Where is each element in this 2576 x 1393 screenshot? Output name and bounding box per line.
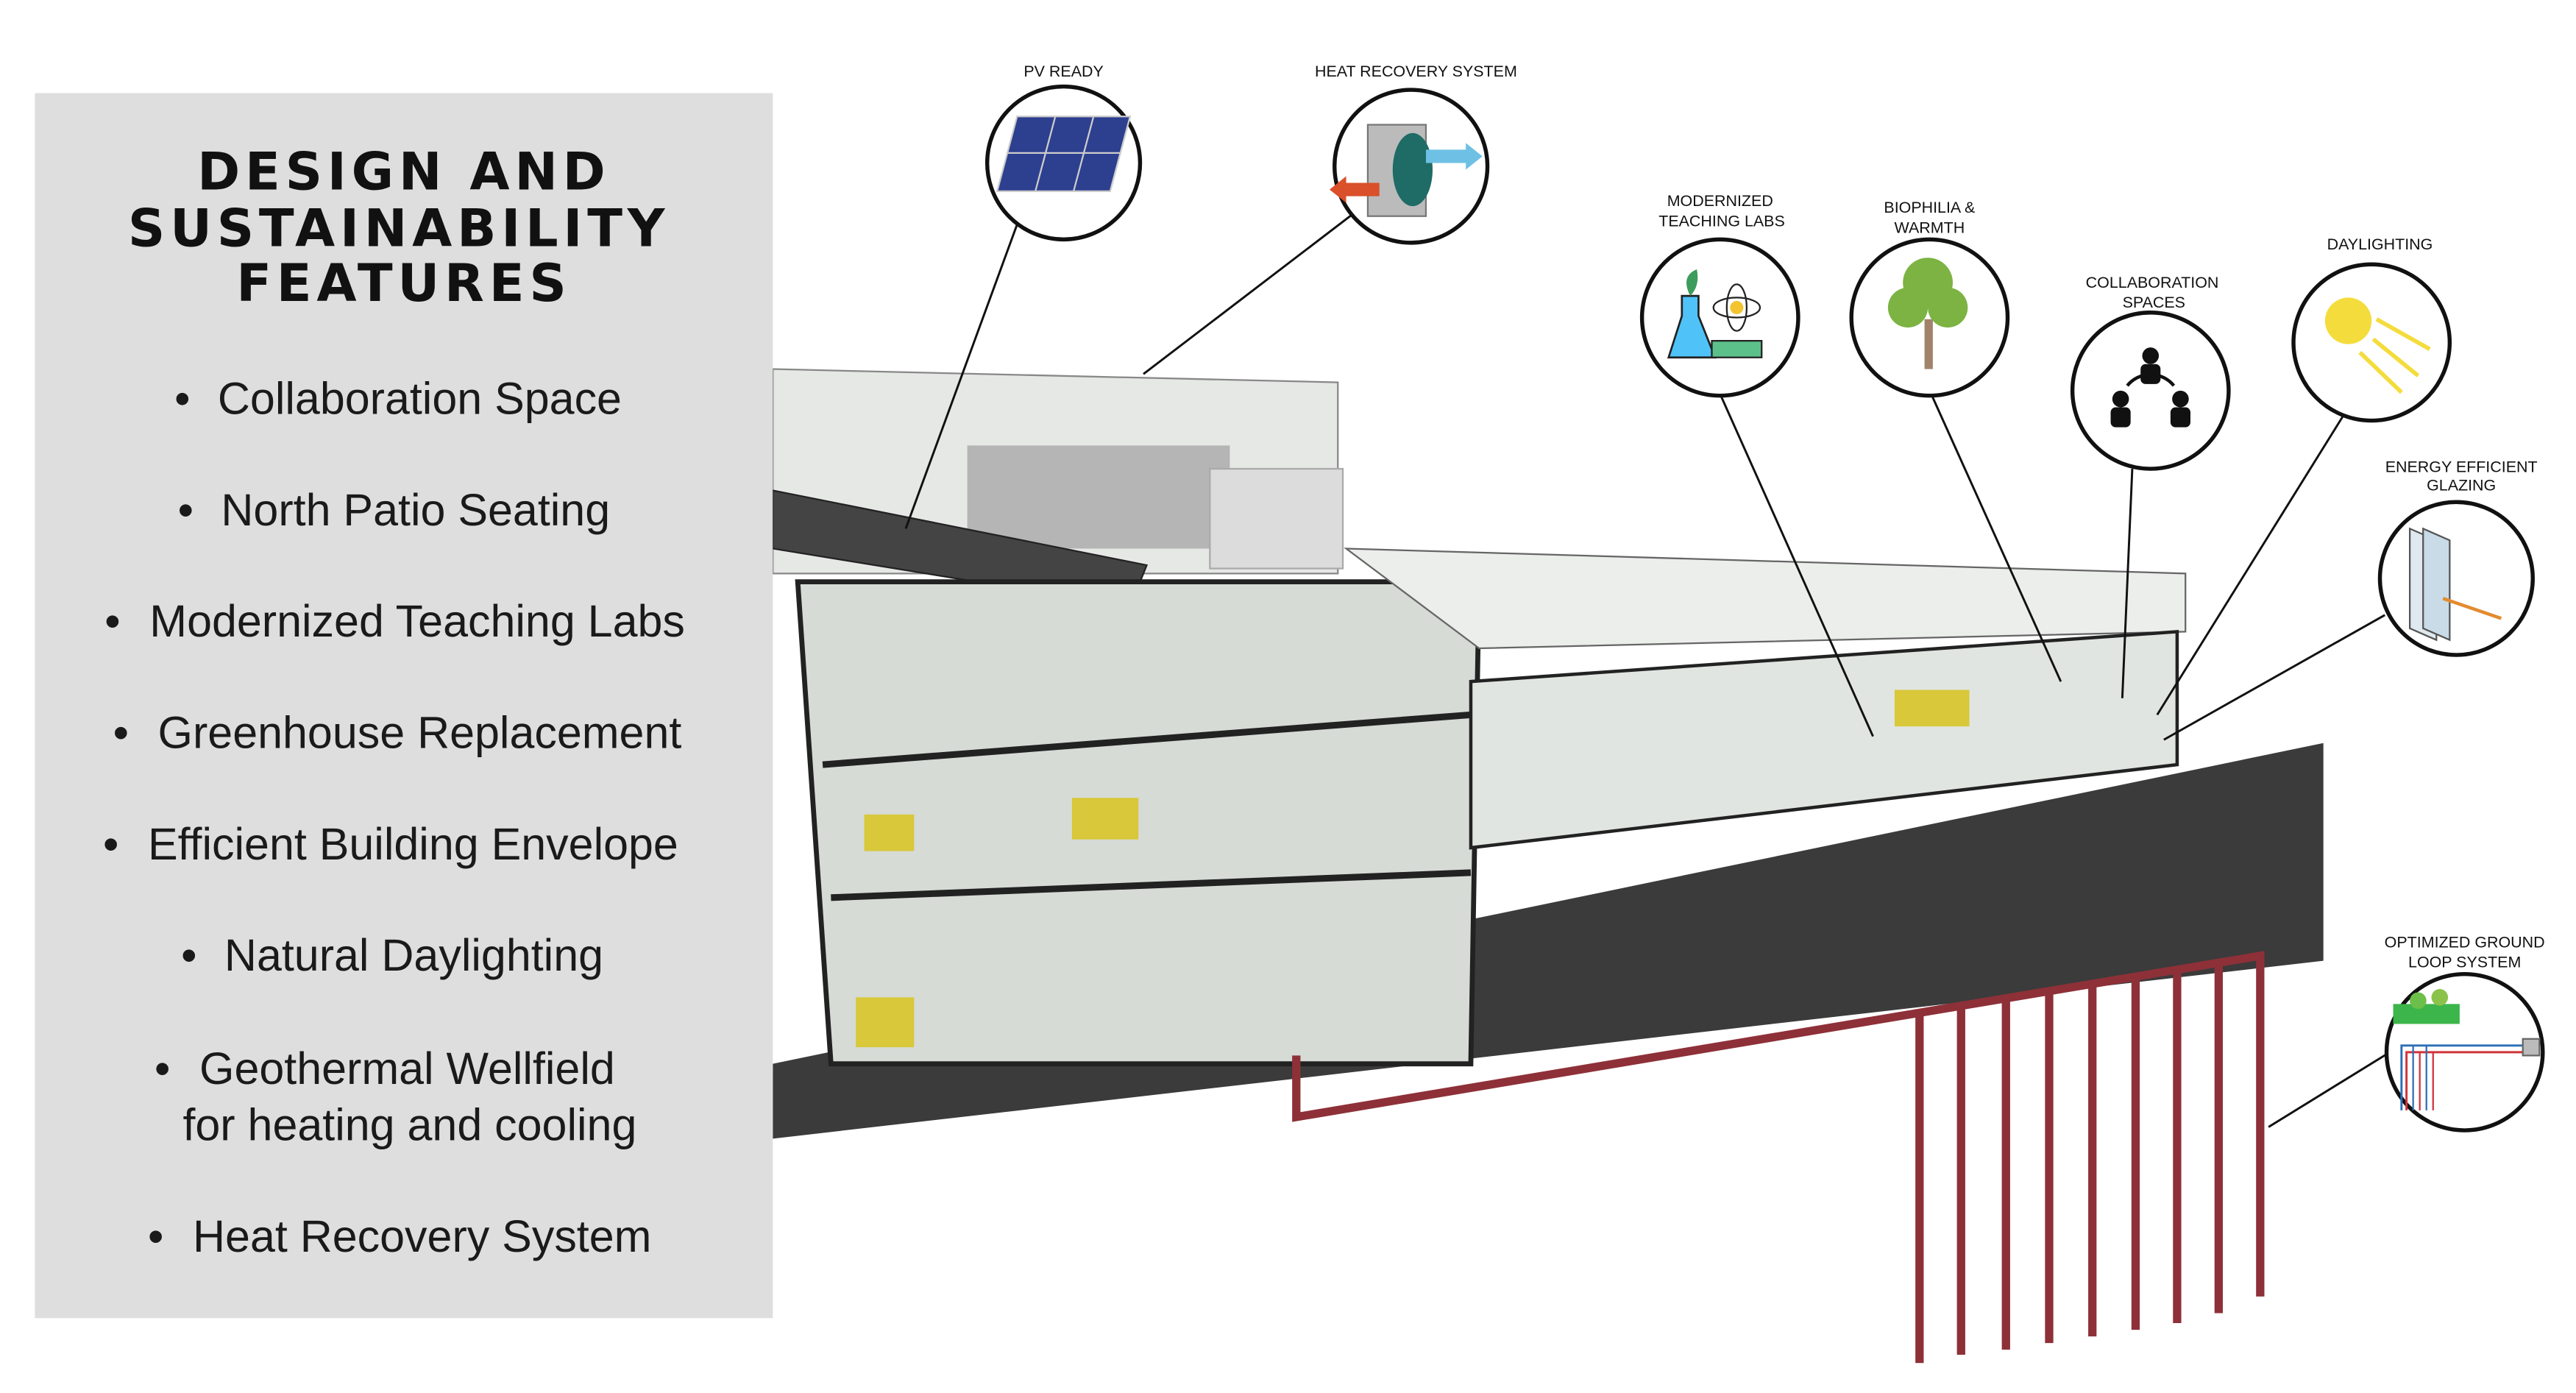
callout-heat-recovery: HEAT RECOVERY SYSTEM <box>1315 63 1517 245</box>
feature-heat-recovery: Heat Recovery System <box>193 1211 651 1261</box>
label-heat-recovery: HEAT RECOVERY SYSTEM <box>1315 63 1517 80</box>
feature-greenhouse: Greenhouse Replacement <box>158 708 682 758</box>
window-glazing-icon <box>2408 527 2502 642</box>
yellow-casework <box>856 997 915 1048</box>
panel-title-line-1: DESIGN AND <box>197 142 610 202</box>
svg-text:•: • <box>178 485 194 535</box>
label-biophilia-line-2: WARMTH <box>1895 219 1965 236</box>
label-daylighting: DAYLIGHTING <box>2327 235 2433 253</box>
lab-science-icon <box>1667 269 1763 359</box>
lower-wing-floor <box>1469 629 2179 850</box>
ground-loop-icon <box>2393 989 2541 1110</box>
svg-text:•: • <box>103 819 118 869</box>
label-glazing-line-2: GLAZING <box>2427 476 2496 494</box>
ground-loop-pipes <box>1292 951 2265 1364</box>
building-section <box>772 368 2324 1139</box>
label-labs-line-2: TEACHING LABS <box>1658 212 1785 230</box>
mechanical-units <box>967 445 1230 549</box>
label-labs-line-1: MODERNIZED <box>1667 192 1773 210</box>
yellow-casework <box>1071 798 1139 840</box>
feature-teaching-labs: Modernized Teaching Labs <box>149 596 685 646</box>
svg-text:•: • <box>113 708 129 758</box>
feature-daylighting: Natural Daylighting <box>224 930 603 980</box>
svg-text:•: • <box>148 1211 163 1261</box>
yellow-casework <box>1894 690 1970 727</box>
panel-title-line-3: FEATURES <box>236 253 571 313</box>
label-ground-loop-line-2: LOOP SYSTEM <box>2408 954 2521 971</box>
lower-wing-roof <box>1344 547 2187 650</box>
feature-collaboration: Collaboration Space <box>218 374 622 424</box>
feature-envelope: Efficient Building Envelope <box>148 819 678 869</box>
svg-text:•: • <box>174 374 190 424</box>
heat-wheel-icon <box>1329 124 1483 217</box>
svg-text:•: • <box>181 930 196 980</box>
people-group-icon <box>2110 347 2190 428</box>
callout-pv-ready: PV READY <box>984 63 1143 242</box>
label-collab-line-2: SPACES <box>2123 294 2185 311</box>
label-ground-loop-line-1: OPTIMIZED GROUND <box>2385 934 2545 951</box>
feature-north-patio: North Patio Seating <box>221 485 610 535</box>
callout-daylighting: DAYLIGHTING <box>2291 235 2452 423</box>
callout-teaching-labs: MODERNIZED TEACHING LABS <box>1639 192 1800 398</box>
callout-biophilia: BIOPHILIA & WARMTH <box>1849 199 2010 398</box>
feature-geothermal: Geothermal Wellfield <box>199 1043 615 1094</box>
label-collab-line-1: COLLABORATION <box>2086 274 2219 291</box>
panel-title-line-2: SUSTAINABILITY <box>128 198 670 258</box>
callout-collaboration: COLLABORATION SPACES <box>2070 274 2231 471</box>
callout-glazing: ENERGY EFFICIENT GLAZING <box>2377 458 2538 657</box>
exhaust-stacks <box>1209 467 1344 570</box>
label-biophilia-line-1: BIOPHILIA & <box>1884 199 1975 216</box>
solar-panel-icon <box>996 116 1132 192</box>
svg-text:•: • <box>155 1043 170 1094</box>
callout-ground-loop: OPTIMIZED GROUND LOOP SYSTEM <box>2385 934 2545 1133</box>
feature-geothermal-line-2: for heating and cooling <box>182 1100 636 1150</box>
label-pv-ready: PV READY <box>1023 63 1103 80</box>
sun-icon <box>2324 297 2431 394</box>
svg-text:•: • <box>104 596 120 646</box>
leader-lines <box>904 212 2391 1128</box>
features-panel: DESIGN AND SUSTAINABILITY FEATURES • Coll… <box>35 93 773 1319</box>
yellow-casework <box>864 814 915 851</box>
tree-icon <box>1887 258 1968 369</box>
label-glazing-line-1: ENERGY EFFICIENT <box>2385 458 2538 476</box>
